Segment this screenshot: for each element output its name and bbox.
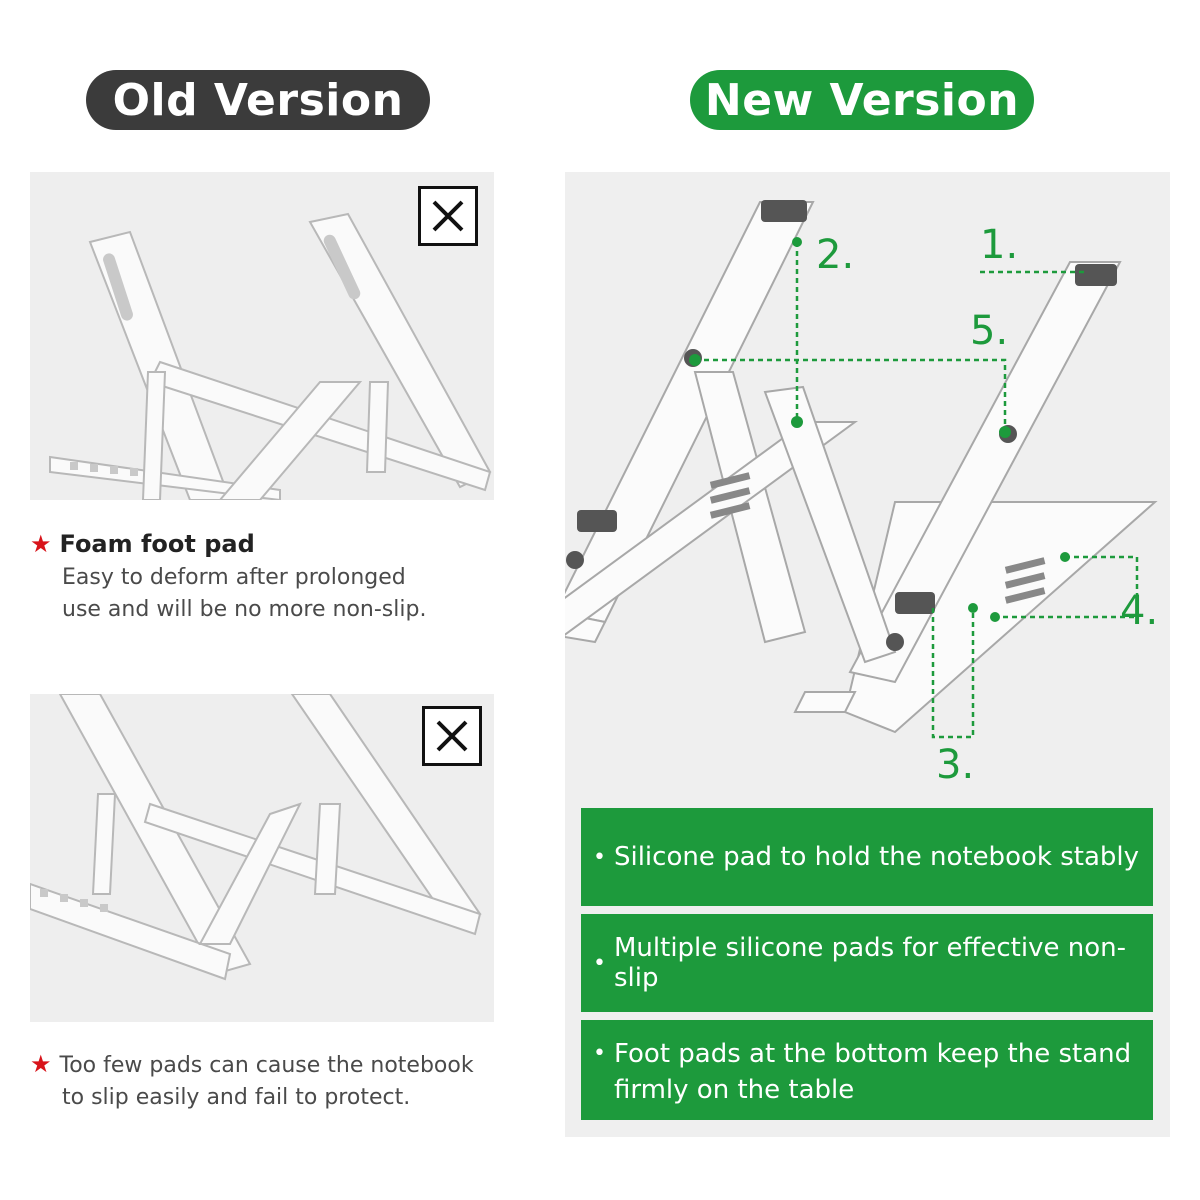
feature-text-line-1: Foot pads at the bottom keep the stand [613, 1039, 1132, 1069]
bullet-icon: • [593, 950, 606, 976]
foam-foot-pad-note: ★Foam foot pad Easy to deform after prol… [30, 528, 490, 626]
old-stand-image-2 [30, 694, 494, 1022]
bullet-icon: • [593, 844, 606, 870]
star-icon: ★ [30, 530, 52, 558]
note-title: Foam foot pad [59, 530, 255, 558]
feature-text-line-2: firmly on the table [613, 1075, 855, 1105]
old-stand-illustration-2 [30, 694, 482, 981]
feature-text: Silicone pad to hold the notebook stably [613, 842, 1139, 872]
x-mark-icon [422, 706, 482, 766]
new-version-label: New Version [704, 74, 1020, 126]
callout-1: 1. [980, 222, 1019, 268]
new-version-badge: New Version [690, 70, 1034, 130]
old-version-label: Old Version [112, 74, 404, 126]
star-icon: ★ [30, 1050, 52, 1078]
note-line-1: Easy to deform after prolonged [62, 565, 406, 590]
x-mark-icon [418, 186, 478, 246]
old-version-badge: Old Version [86, 70, 430, 130]
note-line-2: use and will be no more non-slip. [62, 597, 427, 622]
new-stand-illustration [565, 200, 1158, 739]
callout-2: 2. [816, 232, 855, 278]
few-pads-note: ★ Too few pads can cause the notebook to … [30, 1048, 530, 1114]
note-line-1: Too few pads can cause the notebook [59, 1053, 474, 1078]
feature-box-3: • Foot pads at the bottom keep the stand… [581, 1020, 1153, 1120]
old-stand-illustration-1 [49, 212, 492, 500]
feature-box-2: • Multiple silicone pads for effective n… [581, 914, 1153, 1012]
callout-5: 5. [970, 308, 1009, 354]
callout-4: 4. [1120, 588, 1159, 634]
note-line-2: to slip easily and fail to protect. [62, 1085, 411, 1110]
old-stand-image-1 [30, 172, 494, 500]
callout-3: 3. [936, 742, 975, 788]
bullet-icon: • [593, 1041, 606, 1066]
feature-text: Multiple silicone pads for effective non… [613, 933, 1126, 993]
feature-box-1: • Silicone pad to hold the notebook stab… [581, 808, 1153, 906]
